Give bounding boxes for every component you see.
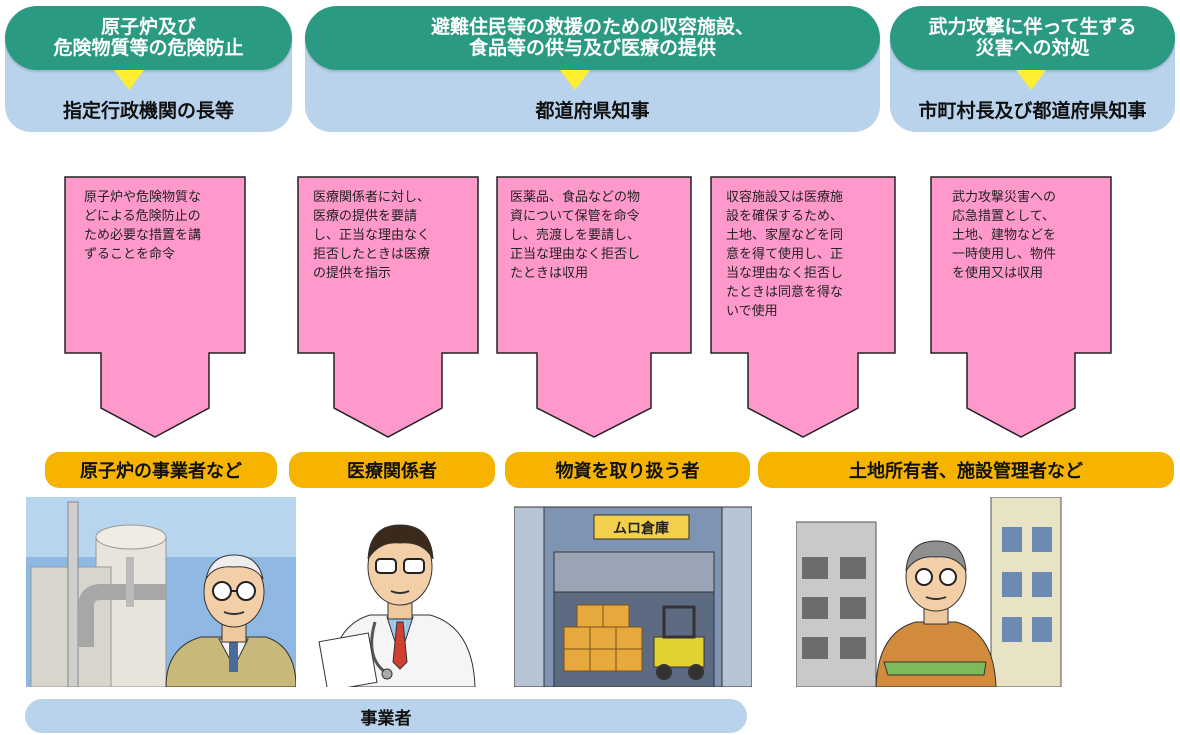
directive-arrow-4: 収容施設又は医療施 設を確保するため、 土地、家屋などを同 意を得て使用し、正 … [710, 176, 896, 438]
directive-text-3: 医薬品、食品などの物 資について保管を命令 し、売渡しを要請し、 正当な理由なく… [510, 190, 641, 281]
category-title-1: 原子炉及び 危険物質等の危険防止 [53, 16, 244, 59]
authority-label-2: 都道府県知事 [535, 100, 650, 122]
authority-label-3: 市町村長及び都道府県知事 [918, 100, 1147, 122]
target-tab-3: 物資を取り扱う者 [505, 452, 750, 488]
category-title-2: 避難住民等の救援のための収容施設、 食品等の供与及び医療の提供 [430, 16, 754, 59]
doctor-illustration [315, 497, 485, 687]
pointer-triangle-1 [114, 70, 144, 90]
pointer-triangle-2 [560, 70, 590, 90]
target-label-1: 原子炉の事業者など [80, 461, 242, 482]
business-operators-label: 事業者 [360, 708, 412, 729]
directive-text-5: 武力攻撃災害への 応急措置として、 土地、建物などを 一時使用し、物件 を使用又… [952, 190, 1057, 281]
arrow-shape-3 [496, 176, 692, 438]
category-title-3: 武力攻撃に伴って生ずる 災害への対処 [928, 16, 1137, 59]
category-pill-2: 避難住民等の救援のための収容施設、 食品等の供与及び医療の提供 [305, 6, 880, 70]
category-pill-1: 原子炉及び 危険物質等の危険防止 [5, 6, 292, 70]
target-label-3: 物資を取り扱う者 [555, 461, 700, 482]
arrow-shape-5 [930, 176, 1112, 438]
directive-arrow-5: 武力攻撃災害への 応急措置として、 土地、建物などを 一時使用し、物件 を使用又… [930, 176, 1112, 438]
warehouse-sign-text: ムロ倉庫 [613, 520, 669, 537]
directive-text-1: 原子炉や危険物質な どによる危険防止の ため必要な措置を講 ずることを命令 [84, 190, 202, 262]
category-pill-3: 武力攻撃に伴って生ずる 災害への対処 [890, 6, 1175, 70]
target-tab-2: 医療関係者 [289, 452, 495, 488]
directive-arrow-1: 原子炉や危険物質な どによる危険防止の ため必要な措置を講 ずることを命令 [64, 176, 246, 438]
target-tab-1: 原子炉の事業者など [45, 452, 277, 488]
target-label-2: 医療関係者 [347, 461, 437, 482]
directive-text-4: 収容施設又は医療施 設を確保するため、 土地、家屋などを同 意を得て使用し、正 … [726, 190, 844, 319]
arrow-shape-2 [297, 176, 479, 438]
landowner-illustration [796, 497, 1062, 687]
directive-text-2: 医療関係者に対し、 医療の提供を要請 し、正当な理由なく 拒否したときは医療 の… [313, 190, 431, 281]
authority-label-1: 指定行政機関の長等 [62, 100, 234, 122]
pointer-triangle-3 [1016, 70, 1046, 90]
target-tab-4: 土地所有者、施設管理者など [758, 452, 1174, 488]
business-operators-bar: 事業者 [25, 699, 747, 733]
authority-box-3: 市町村長及び都道府県知事 [890, 40, 1175, 132]
arrow-shape-4 [710, 176, 896, 438]
arrow-shape-1 [64, 176, 246, 438]
warehouse-illustration: ムロ倉庫 [514, 497, 752, 687]
directive-arrow-2: 医療関係者に対し、 医療の提供を要請 し、正当な理由なく 拒否したときは医療 の… [297, 176, 479, 438]
directive-arrow-3: 医薬品、食品などの物 資について保管を命令 し、売渡しを要請し、 正当な理由なく… [496, 176, 692, 438]
target-label-4: 土地所有者、施設管理者など [849, 461, 1083, 482]
reactor-operator-illustration [26, 497, 296, 687]
